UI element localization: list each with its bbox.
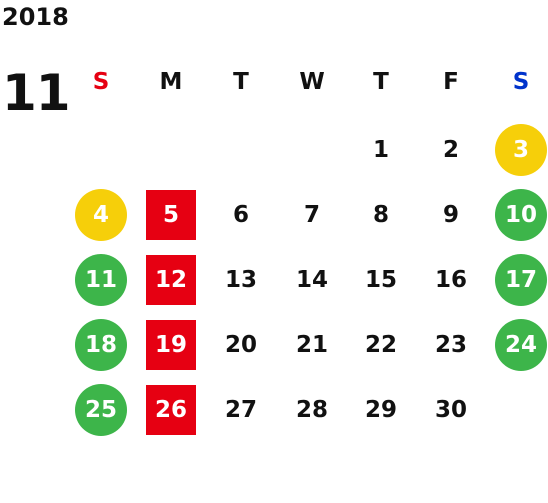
weekday-label: S xyxy=(92,69,110,95)
day-cell[interactable]: 14 xyxy=(295,267,328,293)
weekday-label: T xyxy=(233,69,249,95)
day-cell[interactable]: 6 xyxy=(232,202,249,228)
weekday-label: T xyxy=(373,69,389,95)
weekday-label: F xyxy=(443,69,459,95)
day-cell-highlighted[interactable]: 12 xyxy=(146,255,196,305)
weekday-label: M xyxy=(159,69,183,95)
day-cell[interactable]: 8 xyxy=(372,202,389,228)
day-cell[interactable]: 20 xyxy=(224,332,257,358)
day-cell[interactable]: 2 xyxy=(442,137,459,163)
day-cell[interactable]: 29 xyxy=(364,397,397,423)
day-cell-weekend[interactable]: 11 xyxy=(75,254,127,306)
day-cell[interactable]: 9 xyxy=(442,202,459,228)
day-cell-weekend[interactable]: 24 xyxy=(495,319,547,371)
day-cell-weekend[interactable]: 18 xyxy=(75,319,127,371)
day-cell-highlighted[interactable]: 5 xyxy=(146,190,196,240)
day-cell-highlighted[interactable]: 19 xyxy=(146,320,196,370)
day-cell[interactable]: 27 xyxy=(224,397,257,423)
day-cell[interactable]: 16 xyxy=(434,267,467,293)
day-cell-weekend[interactable]: 10 xyxy=(495,189,547,241)
day-cell[interactable]: 21 xyxy=(295,332,328,358)
day-cell-weekend[interactable]: 25 xyxy=(75,384,127,436)
month-label: 11 xyxy=(2,64,71,122)
day-cell[interactable]: 22 xyxy=(364,332,397,358)
day-cell[interactable]: 15 xyxy=(364,267,397,293)
day-cell[interactable]: 30 xyxy=(434,397,467,423)
year-label: 2018 xyxy=(2,3,69,31)
day-cell[interactable]: 7 xyxy=(303,202,320,228)
weekday-label: S xyxy=(512,69,530,95)
day-cell-holiday[interactable]: 3 xyxy=(495,124,547,176)
day-cell[interactable]: 13 xyxy=(224,267,257,293)
day-cell[interactable]: 1 xyxy=(372,137,389,163)
weekday-label: W xyxy=(299,69,325,95)
day-cell-highlighted[interactable]: 26 xyxy=(146,385,196,435)
day-cell[interactable]: 23 xyxy=(434,332,467,358)
day-cell[interactable]: 28 xyxy=(295,397,328,423)
day-cell-holiday[interactable]: 4 xyxy=(75,189,127,241)
day-cell-weekend[interactable]: 17 xyxy=(495,254,547,306)
